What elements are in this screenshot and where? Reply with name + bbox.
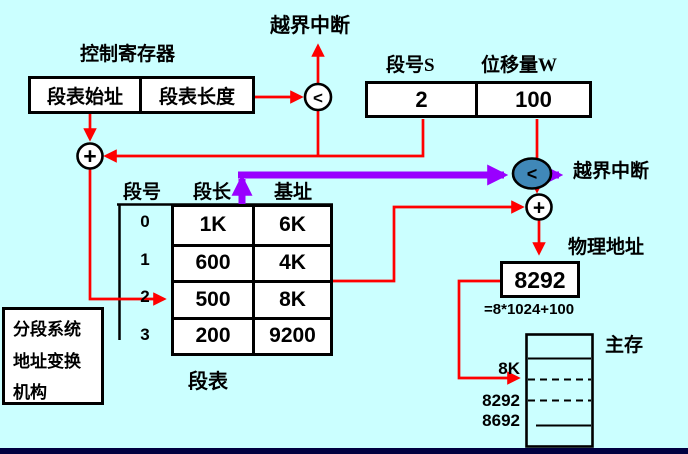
row-index-0: 0 [140, 212, 150, 231]
row-index-1: 1 [140, 250, 150, 269]
physical-adder-node [525, 193, 553, 221]
main-memory-label: 主存 [605, 335, 644, 356]
compare-symbol-top: < [313, 89, 323, 108]
add-symbol-left: + [83, 143, 96, 169]
compare-symbol-right: < [527, 164, 538, 184]
add-symbol-right: + [533, 197, 545, 220]
row-index-3: 3 [140, 325, 150, 344]
segment-table: 1K 6K 600 4K 500 8K 200 9200 [171, 204, 333, 356]
segment-table-start-field: 段表始址 [31, 79, 142, 111]
offset-comparator-node [511, 157, 553, 190]
physical-address-box: 8292 [500, 261, 580, 298]
segment-number-value: 2 [368, 84, 478, 115]
control-register-label: 控制寄存器 [80, 44, 176, 65]
right-interrupt-label: 越界中断 [573, 161, 650, 182]
header-segment-length: 段长 [192, 182, 231, 203]
physical-address-label: 物理地址 [568, 237, 645, 258]
memory-mark-8692: 8692 [482, 411, 520, 430]
operator-nodes: < + < + [76, 82, 553, 221]
offset-label: 位移量W [481, 55, 558, 76]
cell-length-0: 1K [199, 213, 227, 237]
control-register-box: 段表始址 段表长度 [28, 76, 255, 114]
top-interrupt-label: 越界中断 [270, 15, 350, 37]
row-index-2: 2 [140, 287, 150, 306]
logical-address-box: 2 100 [365, 81, 592, 118]
length-compare-node [303, 82, 333, 112]
segment-number-label: 段号S [386, 55, 435, 76]
segment-table-length-field: 段表长度 [158, 86, 235, 108]
cell-base-1: 4K [252, 243, 330, 280]
memory-mark-8292: 8292 [482, 391, 520, 410]
cell-length-1: 600 [174, 243, 252, 281]
cell-length-2: 500 [174, 280, 252, 317]
memory-mark-8k: 8K [498, 359, 520, 378]
wire-base-to-adder [333, 200, 525, 283]
footer-bar [0, 448, 688, 454]
wire-physical-to-memory [457, 279, 521, 385]
cell-base-3: 9200 [252, 316, 330, 353]
segment-table-caption: 段表 [188, 371, 228, 393]
offset-value: 100 [515, 86, 552, 112]
info-line-3: 机构 [13, 383, 47, 402]
red-wires [83, 43, 546, 385]
wire-segno-to-adder [103, 119, 425, 163]
info-line-2: 地址变换 [13, 351, 81, 371]
cell-base-2: 8K [252, 280, 330, 317]
physical-address-formula: =8*1024+100 [484, 301, 575, 318]
header-segment-number: 段号 [122, 182, 161, 203]
memory-box [525, 333, 594, 448]
cell-base-0: 6K [252, 207, 330, 244]
header-segment-base: 基址 [273, 182, 312, 203]
info-line-1: 分段系统 [13, 320, 81, 339]
wire-adder-to-table-row2 [88, 168, 167, 306]
table-address-adder-node [76, 142, 104, 170]
cell-length-3: 200 [174, 316, 252, 354]
info-box: 分段系统 地址变换 机构 [2, 307, 104, 405]
